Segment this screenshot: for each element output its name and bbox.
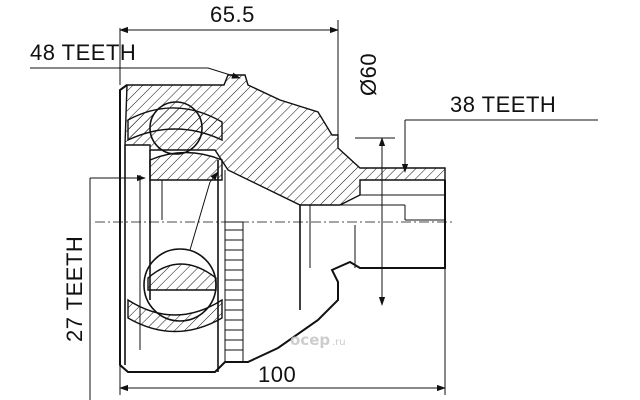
dimension-65-5-label: 65.5 <box>210 2 255 27</box>
dimension-100: 100 <box>119 268 446 395</box>
ball-lower <box>143 248 217 322</box>
dimension-65-5: 65.5 <box>119 2 339 135</box>
callout-27-teeth: 27 TEETH <box>62 171 219 400</box>
callout-48-teeth-label: 48 TEETH <box>30 40 136 65</box>
watermark-domain: .ru <box>332 337 346 348</box>
callout-38-teeth-label: 38 TEETH <box>450 92 556 117</box>
housing-outline <box>119 74 446 373</box>
watermark-brand: ocep <box>290 331 330 349</box>
callout-48-teeth: 48 TEETH <box>30 40 241 79</box>
dimension-100-label: 100 <box>258 362 296 387</box>
abs-ring <box>224 221 244 363</box>
inner-race <box>127 107 223 333</box>
callout-27-teeth-label: 27 TEETH <box>62 236 87 342</box>
dimension-diameter-60: Ø60 <box>355 53 395 306</box>
dimension-diameter-60-label: Ø60 <box>356 53 381 96</box>
watermark: ocep .ru <box>290 331 346 349</box>
callout-38-teeth: 38 TEETH <box>401 92 598 173</box>
